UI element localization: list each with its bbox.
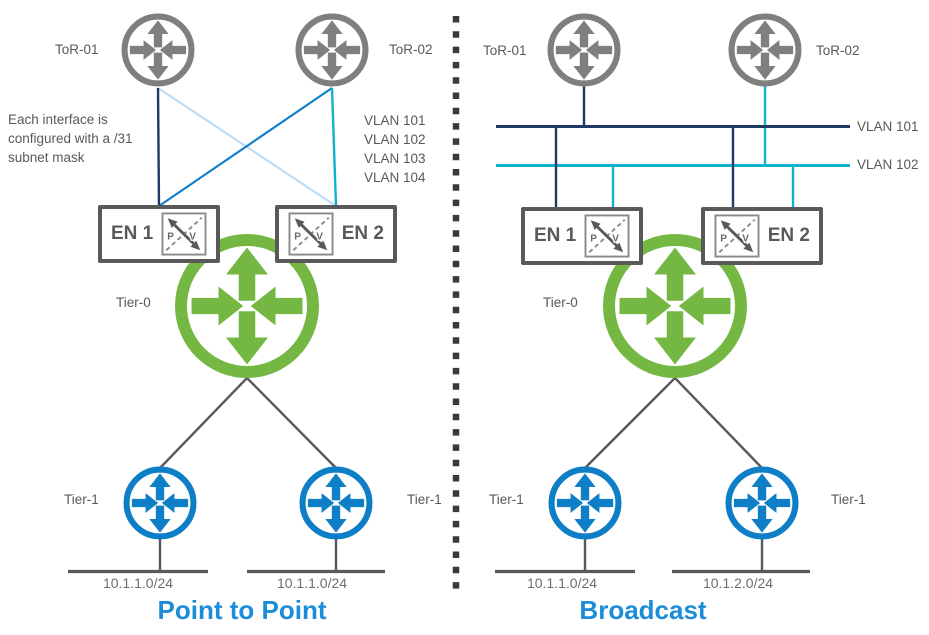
vlan-list: VLAN 101 VLAN 102 VLAN 103 VLAN 104 [364,111,426,187]
edge-node-label: EN 1 [534,225,577,246]
tor-router-icon [727,12,803,88]
tier1-router-icon [122,465,198,541]
vlan-label: VLAN 104 [364,170,426,185]
pv-mapping-icon [161,212,207,256]
subnet-mask-annotation: Each interface is configured with a /31 … [8,112,133,165]
edge-node-box: EN 2 [701,207,823,265]
pv-mapping-icon [714,214,760,258]
vlan-label: VLAN 103 [364,151,426,166]
wire-bc-tier0-tier1r [674,377,763,469]
tor2-label: ToR-02 [816,43,860,58]
tor2-label: ToR-02 [389,42,433,57]
edge-node-box: EN 2 [275,205,397,263]
edge-node-label: EN 2 [767,225,810,246]
tier1-label: Tier-1 [407,492,442,507]
wire-pp-tor2-en1-blue [158,87,333,207]
tier1-router-icon [547,465,623,541]
tier1-router-icon [298,465,374,541]
wire-pp-tor1-en1-navy [156,87,161,207]
edge-node-label: EN 1 [111,223,154,244]
wire-pp-tor2-en2-cyan [330,87,338,207]
tor-router-icon [120,12,196,88]
tor-router-icon [294,12,370,88]
tier1-label: Tier-1 [489,492,524,507]
tier1-label: Tier-1 [64,492,99,507]
diagram-title-broadcast: Broadcast [579,595,707,625]
tier0-label: Tier-0 [116,295,151,310]
tier1-router-icon [724,465,800,541]
tor1-label: ToR-01 [483,43,527,58]
edge-node-label: EN 2 [341,223,384,244]
vlan101-label: VLAN 101 [857,119,919,134]
tier0-label: Tier-0 [543,295,578,310]
wire-pp-tier0-tier1l [159,377,248,469]
subnet-label: 10.1.2.0/24 [702,575,774,591]
edge-node-box: EN 1 [521,207,643,265]
tor-router-icon [546,12,622,88]
wire-pp-tier0-tier1r [246,377,337,469]
edge-node-box: EN 1 [98,205,220,263]
pv-mapping-icon [584,214,630,258]
subnet-label: 10.1.1.0/24 [526,575,598,591]
subnet-label: 10.1.1.0/24 [276,575,348,591]
tier1-label: Tier-1 [831,492,866,507]
vlan102-label: VLAN 102 [857,157,919,172]
vlan-label: VLAN 102 [364,132,426,147]
diagram-title-point-to-point: Point to Point [157,595,327,625]
vlan-label: VLAN 101 [364,113,426,128]
subnet-label: 10.1.1.0/24 [102,575,174,591]
wire-bc-tier0-tier1l [584,377,676,469]
tor1-label: ToR-01 [55,42,99,57]
pv-mapping-icon [288,212,334,256]
